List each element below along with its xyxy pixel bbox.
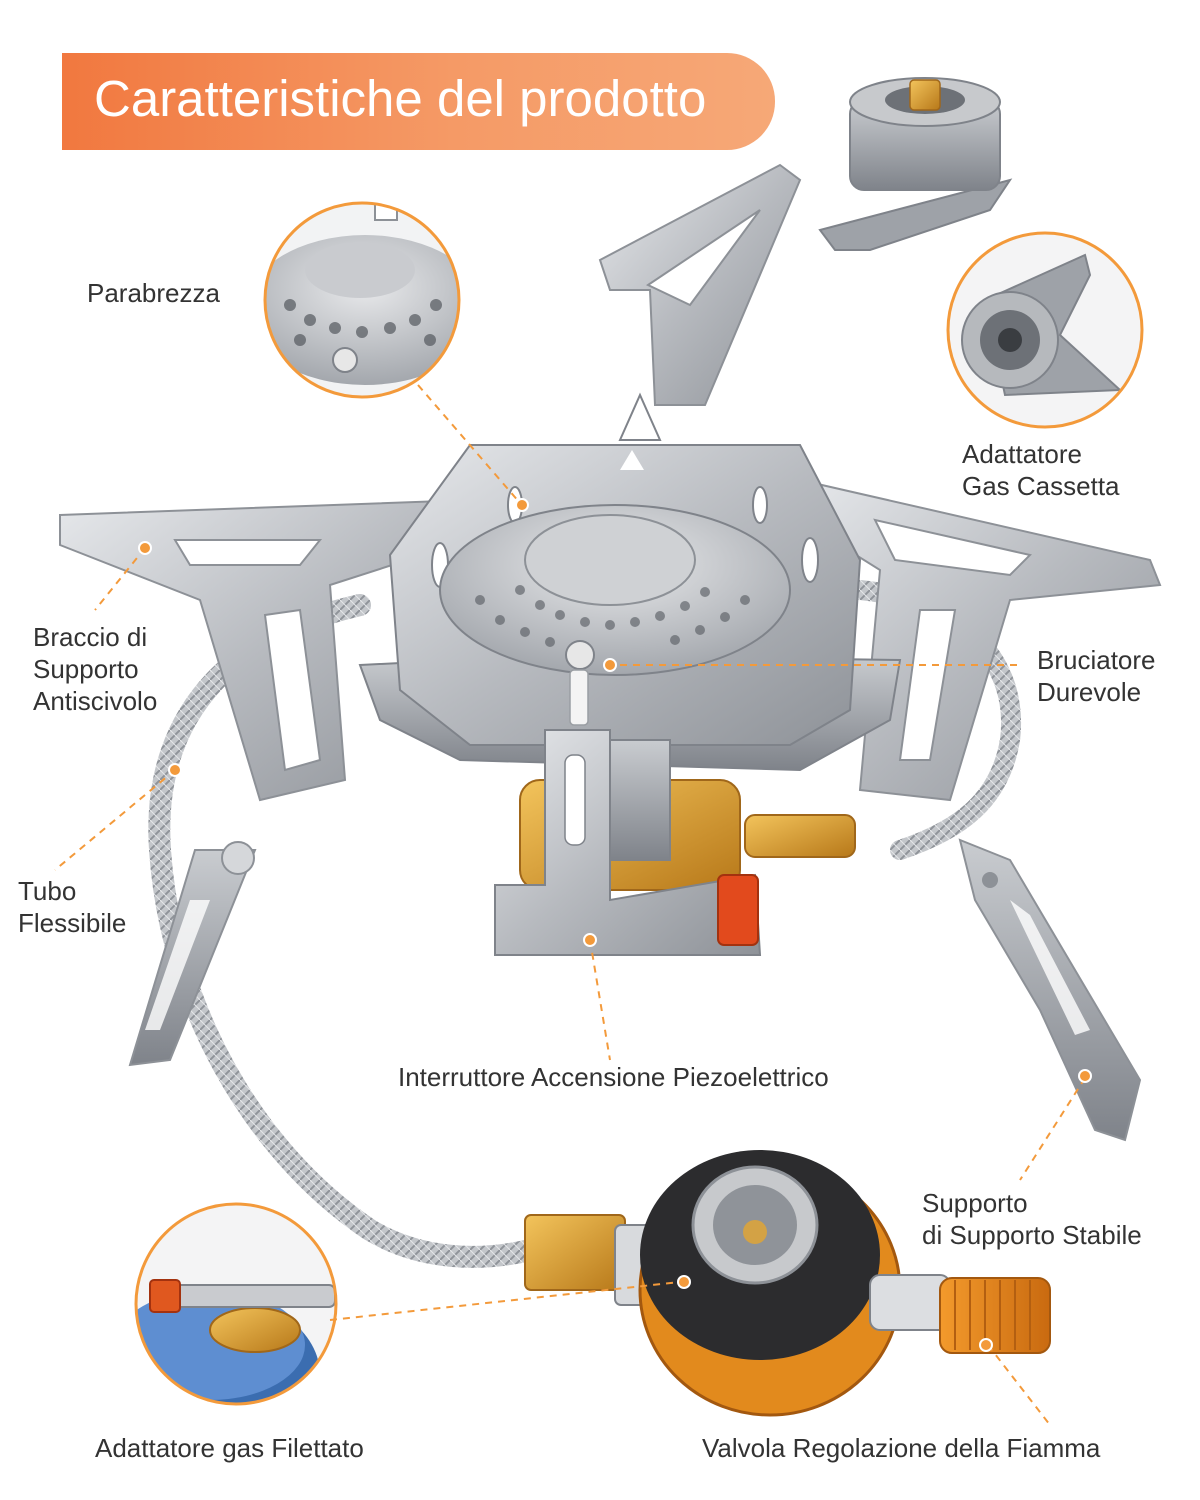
callout-dots — [138, 498, 1092, 1352]
right-leg — [958, 838, 1142, 1142]
piezo-button — [717, 874, 759, 946]
windshield-inset — [263, 201, 461, 399]
label-support-arm: Braccio di Supporto Antiscivolo — [33, 622, 158, 716]
left-leg — [128, 849, 257, 1067]
label-stable-support: Supporto di Supporto Stabile — [922, 1188, 1142, 1250]
label-flame-valve: Valvola Regolazione della Fiamma — [702, 1433, 1101, 1463]
callout-lines — [54, 384, 1086, 1426]
label-threaded-adapter: Adattatore gas Filettato — [95, 1433, 364, 1463]
cassette-adapter-inset — [946, 231, 1144, 429]
label-windshield: Parabrezza — [87, 278, 220, 308]
label-piezo: Interruttore Accensione Piezoelettrico — [398, 1062, 829, 1092]
label-burner: Bruciatore Durevole — [1037, 645, 1156, 707]
header-title: Caratteristiche del prodotto — [94, 70, 707, 127]
flame-valve-knob — [939, 1277, 1051, 1354]
label-hose: Tubo Flessibile — [18, 876, 127, 938]
header-banner: Caratteristiche del prodotto — [62, 53, 775, 150]
label-cassette-adapter: Adattatore Gas Cassetta — [962, 439, 1120, 501]
threaded-adapter-inset — [134, 1202, 338, 1406]
